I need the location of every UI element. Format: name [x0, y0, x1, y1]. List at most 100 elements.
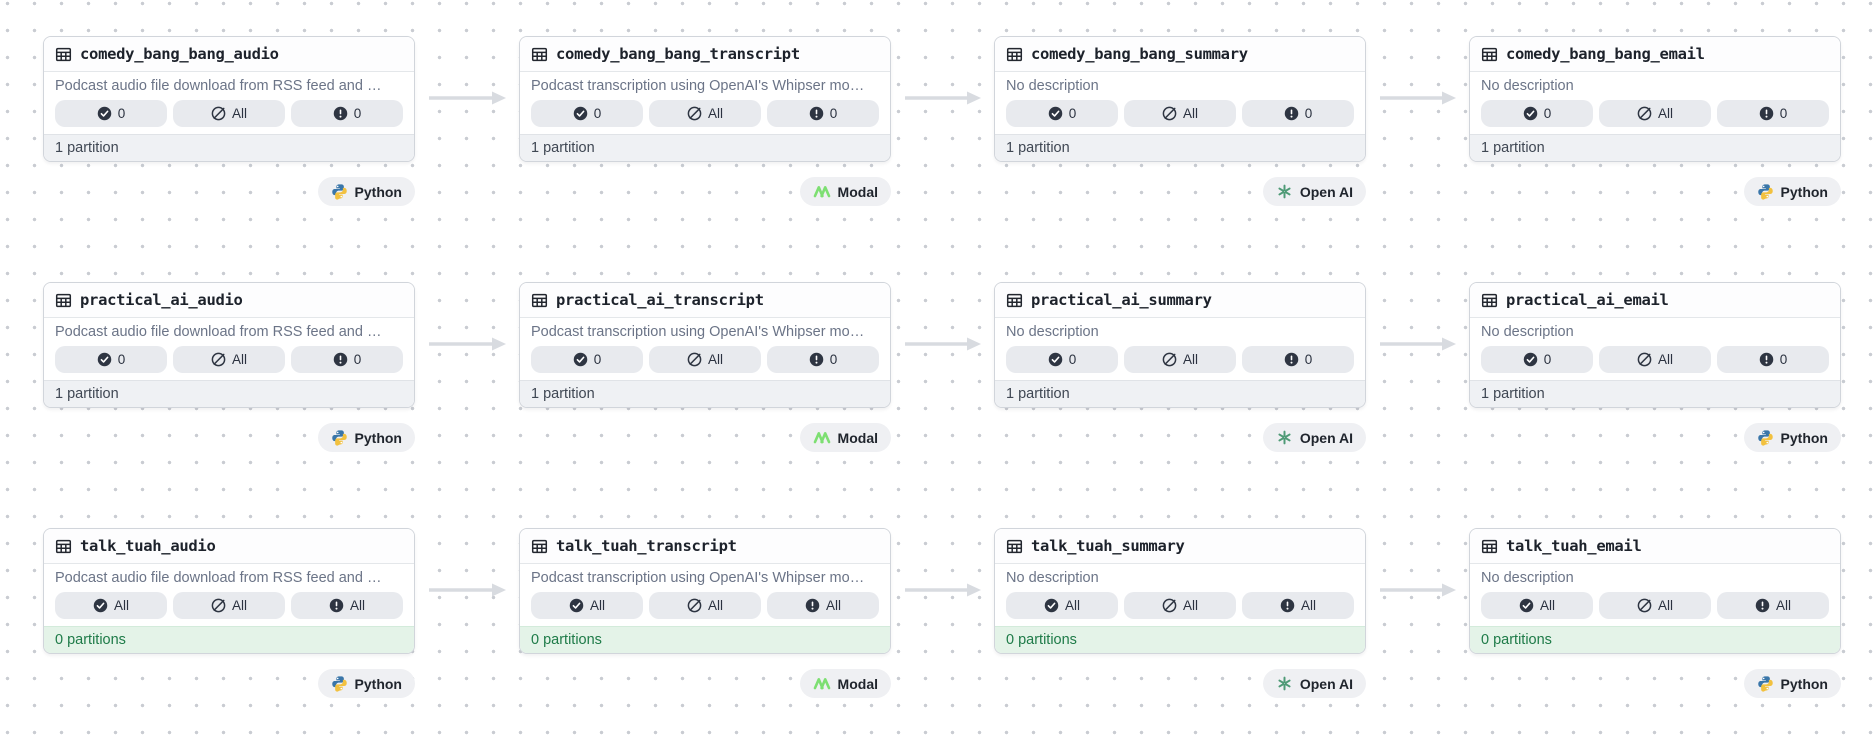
asset-card[interactable]: talk_tuah_email No description All All A…	[1469, 528, 1841, 654]
asset-name: comedy_bang_bang_transcript	[556, 45, 800, 63]
partition-status-row: 0 All 0	[1470, 345, 1840, 380]
asset-description: Podcast audio file download from RSS fee…	[55, 324, 382, 340]
failed-count-badge[interactable]: All	[767, 592, 879, 619]
kind-tag-python[interactable]: Python	[317, 423, 415, 452]
kind-tag-python[interactable]: Python	[317, 669, 415, 698]
asset-card[interactable]: comedy_bang_bang_summary No description …	[994, 36, 1366, 162]
kind-tag-label: Modal	[837, 675, 878, 692]
materialized-count-badge[interactable]: 0	[1006, 346, 1118, 373]
missing-count-badge[interactable]: All	[173, 592, 285, 619]
asset-card-header: talk_tuah_email	[1470, 529, 1840, 564]
failed-count-badge[interactable]: 0	[1242, 346, 1354, 373]
missing-count-badge[interactable]: All	[649, 346, 761, 373]
missing-count-badge[interactable]: All	[649, 592, 761, 619]
alert-circle-icon	[1759, 352, 1774, 367]
asset-card[interactable]: talk_tuah_transcript Podcast transcripti…	[519, 528, 891, 654]
failed-count-badge[interactable]: 0	[1717, 346, 1829, 373]
kind-tag-open-ai[interactable]: Open AI	[1262, 423, 1366, 452]
kind-tag-label: Open AI	[1299, 675, 1353, 692]
asset-description: Podcast transcription using OpenAI's Whi…	[531, 78, 865, 94]
failed-count-badge[interactable]: 0	[767, 346, 879, 373]
asset-card[interactable]: talk_tuah_audio Podcast audio file downl…	[43, 528, 415, 654]
materialized-count-badge[interactable]: 0	[1481, 100, 1593, 127]
alert-circle-icon	[1284, 106, 1299, 121]
materialized-count-badge[interactable]: 0	[55, 346, 167, 373]
alert-circle-icon	[1755, 598, 1770, 613]
slash-circle-icon	[1637, 598, 1652, 613]
materialized-count-badge[interactable]: All	[531, 592, 643, 619]
failed-count-badge[interactable]: 0	[1717, 100, 1829, 127]
asset-name: practical_ai_transcript	[556, 291, 764, 309]
failed-count-badge[interactable]: 0	[291, 100, 403, 127]
kind-tag-open-ai[interactable]: Open AI	[1262, 669, 1366, 698]
table-icon	[1006, 538, 1023, 555]
alert-circle-icon	[809, 106, 824, 121]
asset-description: Podcast audio file download from RSS fee…	[55, 570, 382, 586]
failed-count-badge[interactable]: All	[291, 592, 403, 619]
partition-status-row: All All All	[1470, 591, 1840, 626]
check-circle-icon	[1519, 598, 1534, 613]
modal-icon	[813, 185, 831, 198]
failed-count-badge[interactable]: 0	[1242, 100, 1354, 127]
materialized-count-badge[interactable]: 0	[1006, 100, 1118, 127]
kind-tag-python[interactable]: Python	[1743, 177, 1841, 206]
kind-tag-modal[interactable]: Modal	[799, 423, 891, 452]
kind-tag-python[interactable]: Python	[1743, 423, 1841, 452]
kind-tag-label: Open AI	[1299, 183, 1353, 200]
asset-card[interactable]: practical_ai_transcript Podcast transcri…	[519, 282, 891, 408]
materialized-count-badge[interactable]: All	[55, 592, 167, 619]
missing-count-badge[interactable]: All	[1599, 100, 1711, 127]
asset-description: No description	[1006, 78, 1099, 94]
asset-card[interactable]: practical_ai_email No description 0 All …	[1469, 282, 1841, 408]
alert-circle-icon	[333, 352, 348, 367]
materialized-count-badge[interactable]: 0	[1481, 346, 1593, 373]
materialized-count-badge[interactable]: 0	[531, 346, 643, 373]
asset-card[interactable]: practical_ai_audio Podcast audio file do…	[43, 282, 415, 408]
kind-tag-modal[interactable]: Modal	[799, 177, 891, 206]
materialized-count-badge[interactable]: All	[1481, 592, 1593, 619]
failed-count-badge[interactable]: All	[1242, 592, 1354, 619]
missing-count-badge[interactable]: All	[649, 100, 761, 127]
missing-count-badge[interactable]: All	[1599, 592, 1711, 619]
partition-status-row: 0 All 0	[44, 345, 414, 380]
asset-card-header: practical_ai_transcript	[520, 283, 890, 318]
missing-count-badge[interactable]: All	[1124, 100, 1236, 127]
asset-description: Podcast audio file download from RSS fee…	[55, 78, 382, 94]
kind-tag-python[interactable]: Python	[1743, 669, 1841, 698]
asset-card[interactable]: comedy_bang_bang_email No description 0 …	[1469, 36, 1841, 162]
openai-icon	[1276, 183, 1293, 200]
materialized-count-badge[interactable]: 0	[531, 100, 643, 127]
check-circle-icon	[1048, 352, 1063, 367]
asset-card[interactable]: talk_tuah_summary No description All All…	[994, 528, 1366, 654]
missing-count-badge[interactable]: All	[173, 346, 285, 373]
kind-tag-label: Modal	[837, 429, 878, 446]
failed-count-badge[interactable]: 0	[291, 346, 403, 373]
table-icon	[1481, 292, 1498, 309]
kind-tag-modal[interactable]: Modal	[799, 669, 891, 698]
asset-description: No description	[1481, 78, 1574, 94]
partition-count: 1 partition	[44, 134, 414, 161]
partition-status-row: 0 All 0	[995, 99, 1365, 134]
missing-count-badge[interactable]: All	[1599, 346, 1711, 373]
kind-tag-python[interactable]: Python	[317, 177, 415, 206]
failed-count-badge[interactable]: 0	[767, 100, 879, 127]
kind-tag-open-ai[interactable]: Open AI	[1262, 177, 1366, 206]
python-icon	[331, 183, 348, 200]
kind-tag-label: Python	[354, 675, 402, 692]
missing-count-badge[interactable]: All	[1124, 592, 1236, 619]
kind-tag-label: Python	[1780, 429, 1828, 446]
failed-count-badge[interactable]: All	[1717, 592, 1829, 619]
slash-circle-icon	[1637, 106, 1652, 121]
alert-circle-icon	[1284, 352, 1299, 367]
asset-card[interactable]: comedy_bang_bang_transcript Podcast tran…	[519, 36, 891, 162]
materialized-count-badge[interactable]: 0	[55, 100, 167, 127]
alert-circle-icon	[329, 598, 344, 613]
missing-count-badge[interactable]: All	[1124, 346, 1236, 373]
asset-card[interactable]: comedy_bang_bang_audio Podcast audio fil…	[43, 36, 415, 162]
table-icon	[55, 46, 72, 63]
missing-count-badge[interactable]: All	[173, 100, 285, 127]
asset-card[interactable]: practical_ai_summary No description 0 Al…	[994, 282, 1366, 408]
openai-icon	[1276, 675, 1293, 692]
materialized-count-badge[interactable]: All	[1006, 592, 1118, 619]
